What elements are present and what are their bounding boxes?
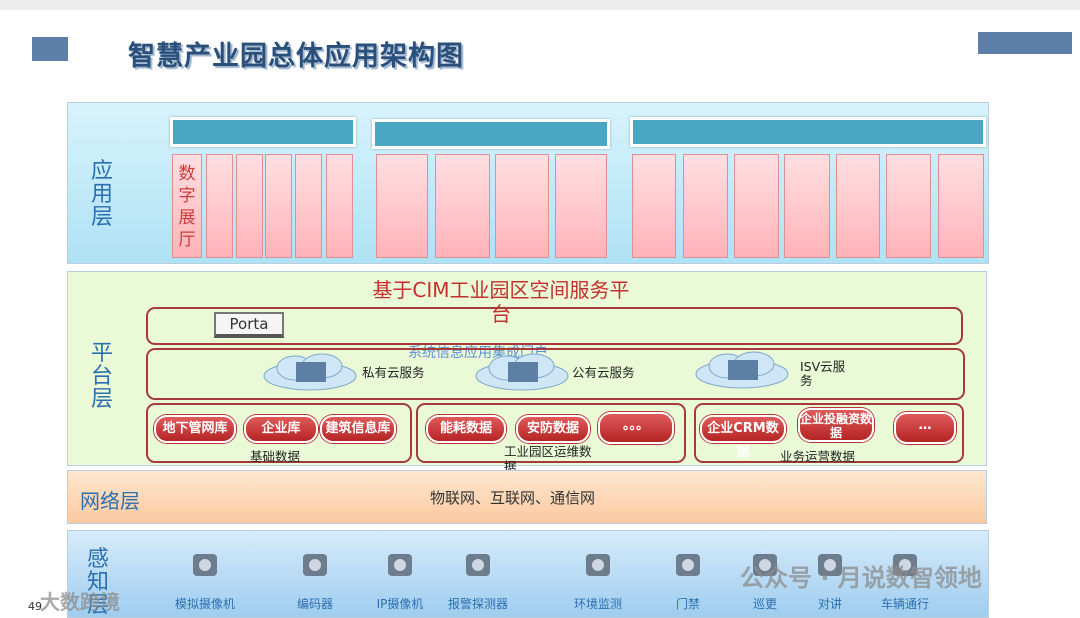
top-bar [0, 0, 1080, 10]
pill-security-data: 安防数据 [516, 415, 590, 443]
device-label: 门禁 [648, 595, 728, 612]
device-label: 报警探测器 [438, 595, 518, 612]
watermark-left: 大数跨境 [40, 586, 120, 615]
app-module-digital-hall: 数字展厅 [172, 154, 202, 258]
caption-business: 业务运营数据 [780, 446, 855, 465]
app-module-column [376, 154, 428, 258]
app-module-column [236, 154, 263, 258]
pill-enterprise-db: 企业库 [244, 415, 318, 443]
device-icon [297, 548, 333, 582]
caption-basic: 基础数据 [250, 446, 300, 465]
app-module-column [938, 154, 984, 258]
platform-layer-label: 平台层 [90, 342, 114, 411]
app-module-column [836, 154, 880, 258]
app-module-column [555, 154, 607, 258]
pill-pipeline-db: 地下管网库 [154, 415, 236, 443]
pill-more-business: … [894, 412, 956, 444]
app-group-header-3 [630, 117, 986, 147]
pill-building-db: 建筑信息库 [320, 415, 396, 443]
device-icon [670, 548, 706, 582]
device-label: 编码器 [275, 595, 355, 612]
app-module-column [886, 154, 931, 258]
cloud-label-public: 公有云服务 [572, 362, 635, 381]
device-icon [187, 548, 223, 582]
app-module-column [683, 154, 728, 258]
cloud-label-private: 私有云服务 [362, 362, 425, 381]
cloud-icon-private [260, 352, 320, 386]
device-label: 模拟摄像机 [165, 595, 245, 612]
device-icon [460, 548, 496, 582]
device-label: IP摄像机 [360, 595, 440, 612]
title-accent-bar [978, 32, 1072, 54]
app-module-column [295, 154, 322, 258]
pill-crm-data: 企业CRM数据 [700, 415, 786, 443]
page-title: 智慧产业园总体应用架构图 [128, 34, 464, 73]
app-module-column [435, 154, 490, 258]
app-group-header-1 [170, 117, 356, 147]
pill-investment-data: 企业投融资数据 [798, 408, 874, 442]
device-label: 车辆通行 [865, 595, 945, 612]
cloud-icon-public [472, 352, 532, 386]
app-layer-label: 应用层 [90, 160, 114, 229]
app-module-column [265, 154, 292, 258]
watermark-right: 公众号 · 月说数智领地 [740, 558, 982, 593]
app-module-column [784, 154, 830, 258]
title-decoration [32, 37, 68, 61]
app-module-column [632, 154, 676, 258]
cloud-icon-isv [692, 350, 752, 384]
portal-laptop: Porta [214, 312, 284, 338]
app-module-column [734, 154, 779, 258]
device-icon [382, 548, 418, 582]
pill-energy-data: 能耗数据 [426, 415, 506, 443]
app-module-column [495, 154, 549, 258]
app-module-column [326, 154, 353, 258]
device-icon [580, 548, 616, 582]
pill-more-ops: 。。。 [598, 412, 674, 444]
network-layer-label: 网络层 [80, 485, 140, 514]
app-group-header-2 [372, 119, 610, 149]
device-label: 对讲 [790, 595, 870, 612]
app-module-column [206, 154, 233, 258]
cloud-label-isv: ISV云服务 [800, 360, 852, 388]
device-label: 环境监测 [558, 595, 638, 612]
network-text: 物联网、互联网、通信网 [430, 487, 595, 508]
